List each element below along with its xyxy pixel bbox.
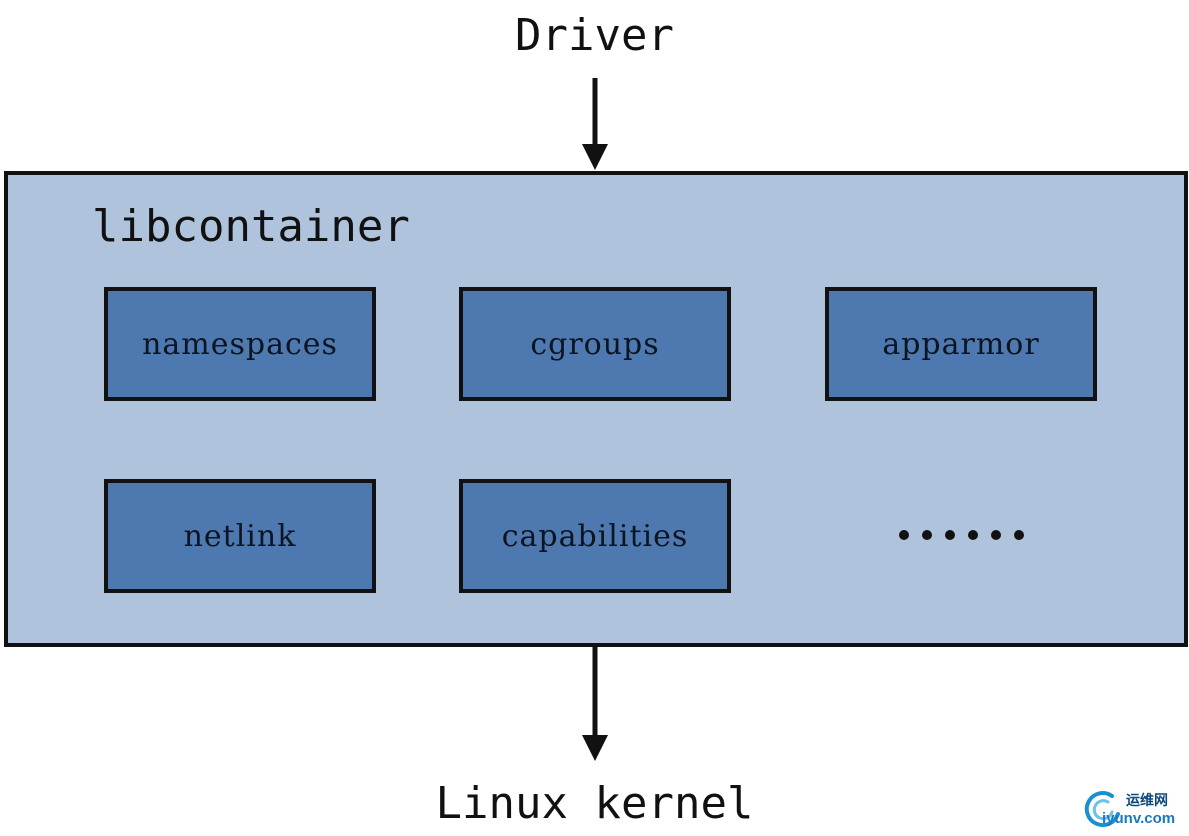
watermark-cn-text: 运维网 — [1126, 793, 1168, 809]
module-label: apparmor — [882, 326, 1040, 362]
module-apparmor: apparmor — [825, 287, 1097, 401]
watermark: 运维网 iyunv.com — [1082, 786, 1186, 832]
module-label: netlink — [183, 518, 297, 554]
module-label: capabilities — [501, 518, 689, 554]
driver-to-libcontainer-arrow — [580, 78, 610, 172]
watermark-logo-icon — [1084, 791, 1120, 828]
module-netlink: netlink — [104, 479, 376, 593]
module-capabilities: capabilities — [459, 479, 731, 593]
libcontainer-to-kernel-arrow — [580, 645, 610, 763]
linux-kernel-label: Linux kernel — [435, 778, 754, 829]
driver-label: Driver — [515, 10, 674, 61]
more-modules-ellipsis: ······ — [886, 505, 1046, 565]
module-label: cgroups — [530, 326, 660, 362]
module-label: namespaces — [142, 326, 338, 362]
libcontainer-title: libcontainer — [92, 201, 410, 252]
watermark-url: iyunv.com — [1102, 810, 1176, 827]
module-namespaces: namespaces — [104, 287, 376, 401]
module-cgroups: cgroups — [459, 287, 731, 401]
libcontainer-box: libcontainer namespaces cgroups apparmor… — [4, 171, 1188, 647]
